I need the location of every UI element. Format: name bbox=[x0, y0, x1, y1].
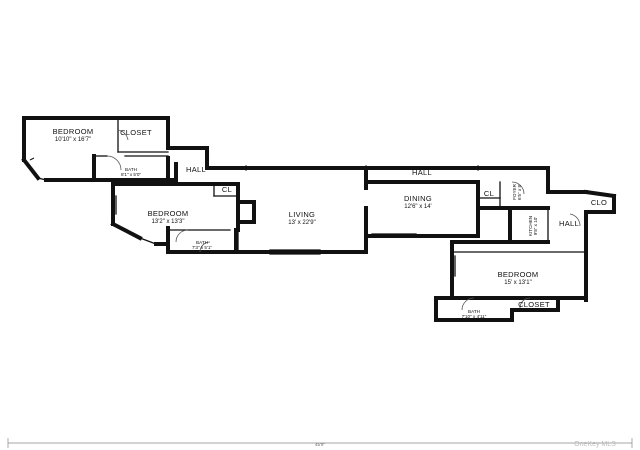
bath-w-dims: 7'3" x 5'1" bbox=[192, 245, 212, 250]
clo-label: CLO bbox=[591, 198, 607, 207]
bedroom-nw-label: BEDROOM bbox=[53, 127, 94, 136]
hall-e-label: HALL bbox=[559, 219, 579, 228]
hall-top-label: HALL bbox=[412, 168, 432, 177]
living-label: LIVING bbox=[289, 210, 315, 219]
e-bedroom-walls bbox=[434, 240, 588, 322]
overall-dimension-line: 45'9" bbox=[7, 438, 633, 448]
foyer-dims: 6'5" x 8' bbox=[517, 184, 522, 200]
kitchen-dims: 9'8" x 10' bbox=[533, 217, 538, 236]
bedroom-nw-dims: 10'10" x 16'7" bbox=[55, 137, 91, 143]
watermark: OneKey MLS bbox=[574, 441, 616, 448]
overall-width-label: 45'9" bbox=[315, 442, 325, 447]
kitchen-label: KITCHEN bbox=[528, 216, 533, 236]
main-top-wall bbox=[205, 165, 550, 171]
cl-w-label: CL bbox=[222, 185, 232, 194]
wall-ticks bbox=[29, 116, 425, 184]
nw-hall-walls bbox=[166, 146, 209, 186]
w-bedroom-walls bbox=[110, 182, 240, 254]
nw-bedroom-walls bbox=[21, 116, 178, 182]
hall-nw-label: HALL bbox=[186, 165, 206, 174]
bedroom-e-dims: 15' x 13'1" bbox=[504, 280, 531, 286]
clo-hall-walls bbox=[569, 189, 617, 302]
closet-nw-label: CLOSET bbox=[120, 128, 152, 137]
dining-label: DINING bbox=[404, 194, 432, 203]
dining-walls bbox=[364, 180, 480, 238]
bath-nw-dims: 8'1" x 5'0" bbox=[121, 172, 141, 177]
bedroom-w-dims: 13'2" x 13'3" bbox=[152, 219, 185, 225]
dining-dims: 12'6" x 14' bbox=[404, 204, 431, 210]
bath-w-label: BATH bbox=[196, 240, 208, 245]
bath-e-label: BATH bbox=[468, 309, 480, 314]
bedroom-w-label: BEDROOM bbox=[148, 209, 189, 218]
bath-e-dims: 7'10" x 4'11" bbox=[462, 314, 487, 319]
bath-nw-label: BATH bbox=[125, 167, 137, 172]
living-walls bbox=[236, 166, 368, 255]
foyer-label: FOYER bbox=[512, 183, 517, 200]
closet-e-label: CLOSET bbox=[518, 300, 550, 309]
living-dims: 13' x 22'9" bbox=[288, 220, 315, 226]
bedroom-e-label: BEDROOM bbox=[498, 270, 539, 279]
cl-mid-label: CL bbox=[484, 189, 494, 198]
foyer-kitchen-walls bbox=[476, 166, 588, 244]
